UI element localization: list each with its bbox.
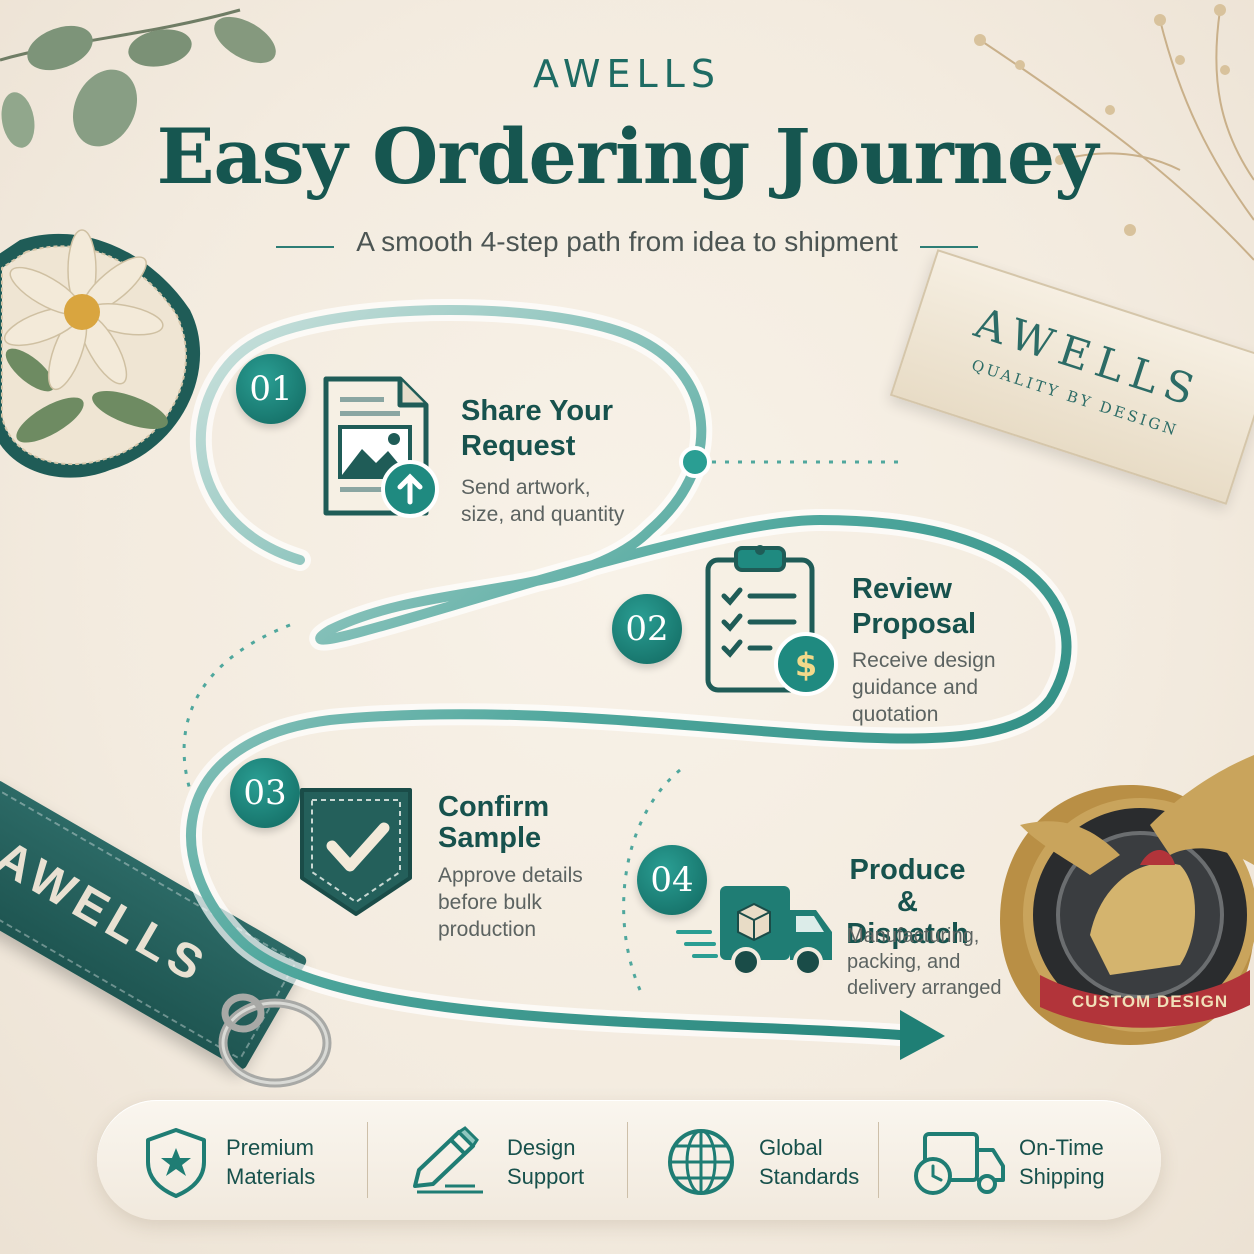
step-2-description: Receive design guidance and quotation (852, 649, 996, 726)
clipboard-dollar-icon: $ (705, 545, 838, 696)
delivery-truck-icon (676, 886, 832, 977)
feature-design-support: Design Support (405, 1126, 584, 1198)
feature-divider (367, 1122, 368, 1198)
custom-design-badge: CUSTOM DESIGN (1000, 755, 1254, 1045)
subtitle-left-rule (276, 245, 335, 248)
shield-check-icon (300, 788, 412, 916)
feature-design-line1: Design (507, 1135, 576, 1160)
subtitle-right-rule (919, 245, 978, 248)
feature-global-line2: Standards (759, 1164, 860, 1189)
svg-text:$: $ (795, 646, 817, 684)
globe-icon (668, 1129, 734, 1195)
step-1-number: 01 (236, 354, 306, 424)
step-1-title: Share Your Request (461, 395, 614, 462)
feature-premium-line2: Materials (226, 1164, 316, 1189)
feature-global-line1: Global (759, 1135, 823, 1160)
features-bar (97, 1100, 1161, 1220)
step-2-number: 02 (612, 594, 682, 664)
feature-divider (878, 1122, 879, 1198)
step-1-description: Send artwork, size, and quantity (461, 476, 625, 526)
feature-premium-materials: Premium Materials (140, 1126, 315, 1198)
feature-design-line2: Support (507, 1164, 585, 1189)
page-subtitle: A smooth 4-step path from idea to shipme… (356, 226, 898, 257)
step-4-number: 04 (637, 845, 707, 915)
step-4-description: Manufacturing, packing, and delivery arr… (847, 925, 1002, 999)
badge-text: CUSTOM DESIGN (1072, 992, 1228, 1011)
step-4-title: Produce & Dispatch (846, 854, 969, 950)
feature-shipping-line1: On-Time (1019, 1135, 1104, 1160)
truck-clock-icon (914, 1132, 1005, 1195)
feature-on-time-shipping: On-Time Shipping (913, 1126, 1105, 1198)
shield-star-icon (146, 1128, 206, 1198)
feature-premium-line1: Premium (226, 1135, 315, 1160)
step-3-description: Approve details before bulk production (438, 864, 583, 941)
brand-name: AWELLS (533, 52, 721, 96)
dried-flowers-decoration (974, 4, 1254, 261)
feature-shipping-line2: Shipping (1019, 1164, 1105, 1189)
feature-divider (627, 1122, 628, 1198)
document-upload-icon (323, 376, 439, 518)
step-3-title: Confirm Sample (438, 791, 550, 854)
eucalyptus-leaves-decoration (0, 8, 276, 148)
pencil-icon (413, 1126, 483, 1194)
step-3-number: 03 (230, 758, 300, 828)
page-title: Easy Ordering Journey (156, 112, 1099, 201)
step-2-title: Review Proposal (852, 573, 977, 640)
key-ring (218, 993, 332, 1088)
feature-global-standards: Global Standards (665, 1126, 859, 1198)
embroidered-flower-patch (0, 229, 200, 478)
subtitle-row: A smooth 4-step path from idea to shipme… (0, 226, 1254, 258)
